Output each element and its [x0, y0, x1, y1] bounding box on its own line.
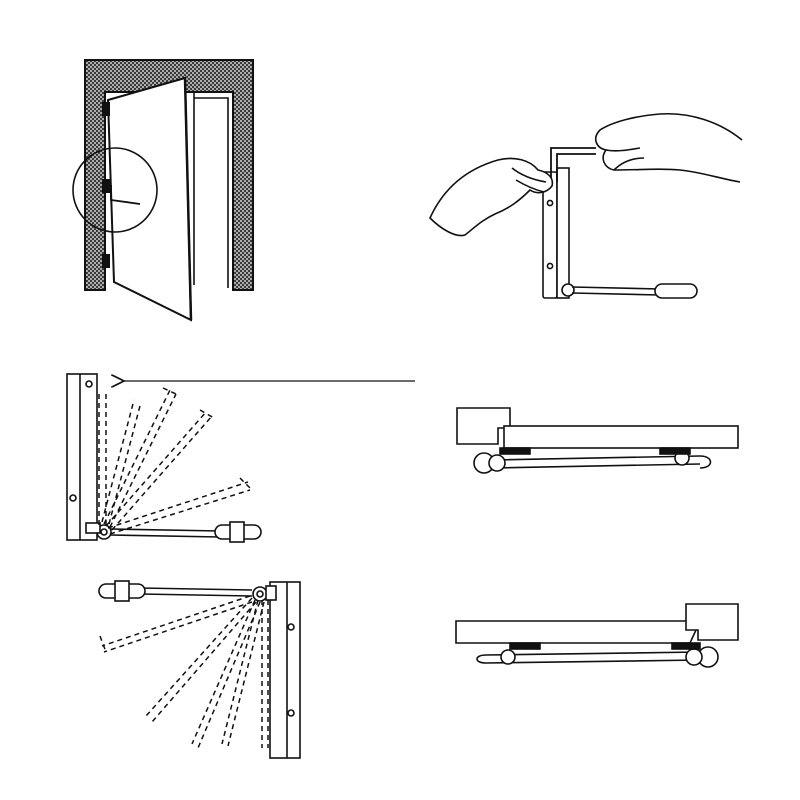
left-hand-fingers [511, 167, 547, 193]
right-hand-fingers [605, 147, 645, 171]
side-view-right-panel [455, 603, 739, 668]
linkage-arm [485, 651, 701, 664]
door-in-frame-panel [72, 59, 254, 322]
closer-housing [685, 603, 739, 641]
closer-detail [110, 185, 141, 205]
magnifier-circle [72, 147, 158, 233]
closer-arm [139, 587, 253, 597]
screw-hole-bottom [546, 262, 554, 270]
arm-ghost-positions [98, 387, 253, 535]
left-hand [429, 157, 554, 237]
right-hand [594, 112, 743, 183]
sweep-top-panel [66, 373, 262, 543]
screw-hole-top [546, 199, 554, 207]
arm-ghost-positions [99, 595, 269, 749]
hinge-middle [102, 179, 110, 193]
hinge-top [102, 102, 110, 116]
sweep-bottom-panel [98, 580, 301, 759]
closer-plate [556, 167, 570, 299]
door-opening [193, 92, 234, 290]
screw-hole-top [287, 623, 295, 631]
pivot [561, 283, 575, 297]
closer-housing [456, 407, 511, 445]
door-slab [503, 425, 739, 449]
side-view-left-panel [456, 407, 739, 474]
screw-hole-top [85, 380, 93, 388]
closer-arm [571, 286, 661, 296]
linkage-arm [489, 455, 701, 469]
door-leaf [106, 76, 193, 322]
arm-grip [654, 283, 698, 299]
door-slab [455, 620, 697, 644]
mount-plate [66, 373, 98, 541]
door-edge [183, 77, 193, 321]
hex-key [550, 147, 596, 182]
adjust-panel [429, 112, 743, 299]
mount-plate [269, 581, 301, 759]
screw-hole-bottom [287, 709, 295, 717]
closer-arm [109, 528, 221, 538]
hinge-bottom [102, 254, 110, 268]
screw-hole-middle [69, 494, 77, 502]
